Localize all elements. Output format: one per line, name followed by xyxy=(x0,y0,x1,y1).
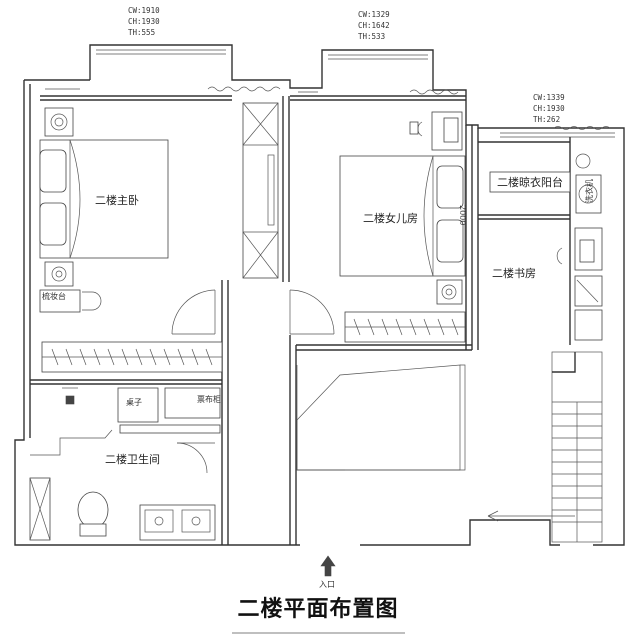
dresser: 梳妆台 xyxy=(39,289,102,313)
master-nightstand-bottom xyxy=(44,261,74,287)
master-nightstand-top xyxy=(44,107,74,137)
spec-middle-th: TH:533 xyxy=(358,32,385,41)
spec-left-th: TH:555 xyxy=(128,28,155,37)
washer-label: 洗衣机 xyxy=(584,179,594,203)
outer-walls xyxy=(14,44,625,546)
curtain-tracks xyxy=(45,86,611,130)
entrance-label: 入口 xyxy=(319,580,335,589)
room-label-bathroom: 二楼卫生间 xyxy=(105,452,160,466)
master-wardrobe xyxy=(242,102,279,279)
spec-right-ch: CH:1930 xyxy=(533,104,565,113)
dimension-label: 2000 xyxy=(458,205,467,225)
interior-walls xyxy=(30,95,571,545)
study: 二楼书房 xyxy=(492,227,603,341)
room-label-laundry-balcony: 二楼晾衣阳台 xyxy=(497,175,563,189)
master-door xyxy=(171,289,216,335)
spec-left-cw: CW:1910 xyxy=(128,6,160,15)
spec-left-ch: CH:1930 xyxy=(128,17,160,26)
bathroom: 二楼卫生间 桌子 票布柜 xyxy=(29,387,221,541)
daughter-closet xyxy=(344,311,466,343)
spec-middle: CW:1329 CH:1642 TH:533 xyxy=(358,10,390,41)
daughter-desk xyxy=(409,111,463,151)
entrance-marker: 入口 xyxy=(319,555,336,589)
dresser-label: 梳妆台 xyxy=(42,291,66,301)
daughter-bed xyxy=(339,155,466,277)
plan-title: 二楼平面布置图 xyxy=(237,596,398,622)
room-label-master-bedroom: 二楼主卧 xyxy=(95,193,139,207)
spec-right-th: TH:262 xyxy=(533,115,560,124)
linen-label: 票布柜 xyxy=(197,394,221,404)
daughter-door xyxy=(289,289,335,335)
laundry-balcony: 二楼晾衣阳台 洗衣机 xyxy=(489,153,602,214)
spec-middle-cw: CW:1329 xyxy=(358,10,390,19)
room-label-study: 二楼书房 xyxy=(492,266,536,280)
daughter-nightstand xyxy=(436,279,463,305)
staircase xyxy=(487,351,603,543)
room-label-daughter-room: 二楼女儿房 xyxy=(363,211,418,225)
entrance-arrow-icon xyxy=(320,555,336,577)
spec-right-cw: CW:1339 xyxy=(533,93,565,102)
spec-middle-ch: CH:1642 xyxy=(358,21,390,30)
spec-left: CW:1910 CH:1930 TH:555 xyxy=(128,6,160,37)
master-closet-horizontal xyxy=(41,341,223,373)
master-bed xyxy=(39,139,169,259)
stair-void xyxy=(296,364,466,471)
spec-right: CW:1339 CH:1930 TH:262 xyxy=(533,93,565,124)
table-label: 桌子 xyxy=(126,397,142,407)
